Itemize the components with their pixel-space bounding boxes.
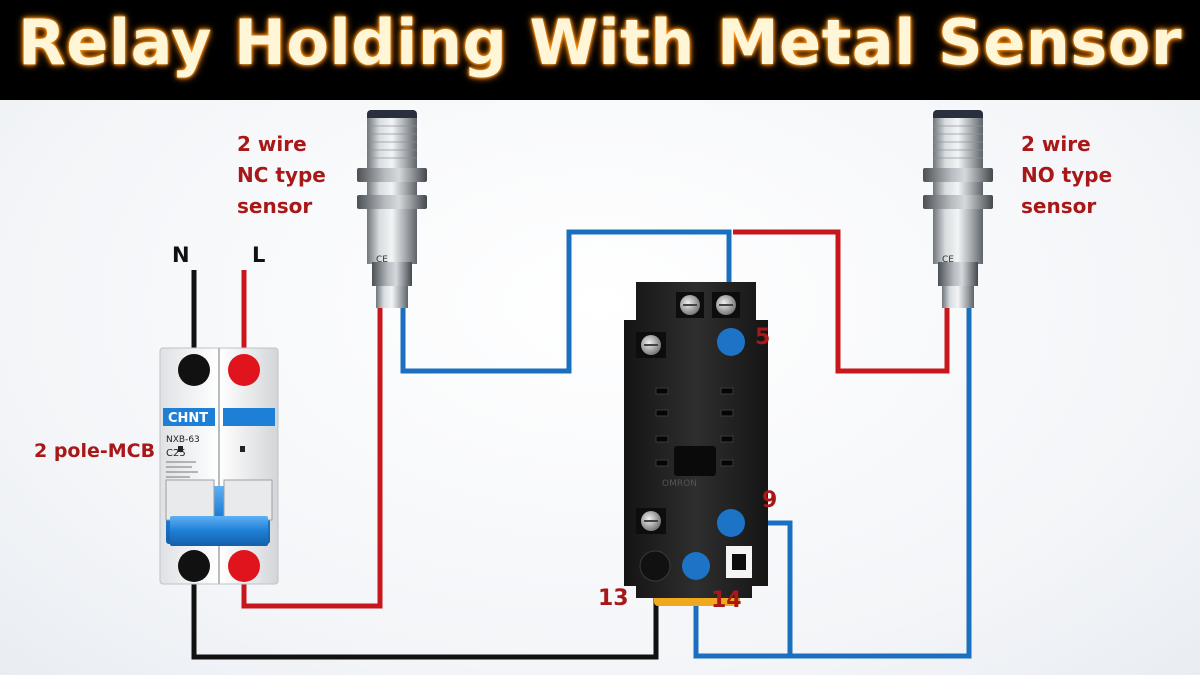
line-to-nc-sensor-wire [241,308,383,609]
mcb-model: NXB-63 [166,435,200,445]
svg-text:CE: CE [376,255,388,265]
terminal-9-dot [717,509,745,537]
terminal-14-dot [682,552,710,580]
mcb-rating: C25 [166,448,186,459]
terminal-5-dot [717,328,745,356]
mcb-label: 2 pole-MCB [34,440,156,462]
nc-sensor-label-line-3: sensor [237,194,313,218]
no-sensor-label-line-3: sensor [1021,194,1097,218]
nc-sensor-to-terminal-5-wire [400,229,732,374]
no-proximity-sensor: CE [923,110,993,308]
mcb-brand: CHNT [168,411,208,426]
mcb-breaker: CHNT NXB-63 C25 [159,347,279,585]
nc-sensor-label: 2 wire NC type sensor [237,129,326,222]
page-title: Relay Holding With Metal Sensor [18,6,1182,79]
no-sensor-label-line-2: NO type [1021,163,1113,187]
mcb-bottom-line-terminal [228,550,260,582]
terminal-13-label: 13 [598,586,629,611]
terminal-5-to-no-sensor-wire [733,229,950,374]
svg-text:OMRON: OMRON [662,479,697,489]
no-sensor-label-line-1: 2 wire [1021,132,1091,156]
nc-proximity-sensor: CE [357,110,427,308]
terminal-9-label: 9 [762,488,778,513]
mcb-top-neutral-terminal [178,354,210,386]
nc-sensor-label-line-1: 2 wire [237,132,307,156]
neutral-label: N [172,243,190,267]
relay-socket-base: OMRON [624,282,768,606]
neutral-to-terminal-13-wire [191,566,659,660]
no-sensor-label: 2 wire NO type sensor [1021,129,1112,222]
no-sensor-to-terminal-14-wire [693,308,972,659]
nc-sensor-label-line-2: NC type [237,163,326,187]
wires [191,229,972,660]
mcb-top-line-terminal [228,354,260,386]
terminal-13-dot [639,550,671,582]
terminal-14-label: 14 [711,588,742,613]
svg-text:CE: CE [942,255,954,265]
mcb-bottom-neutral-terminal [178,550,210,582]
title-bar: Relay Holding With Metal Sensor [0,0,1200,100]
line-label: L [252,243,266,267]
terminal-5-label: 5 [755,325,771,350]
